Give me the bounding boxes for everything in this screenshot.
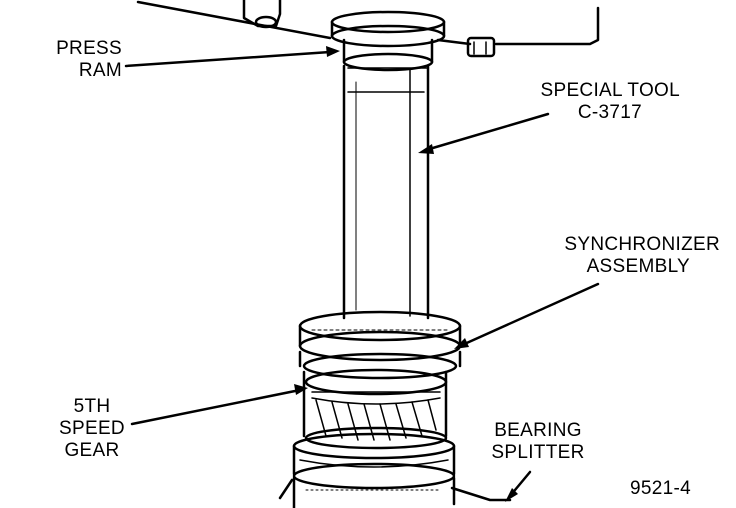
- bearing-splitter: [292, 444, 456, 476]
- leader-press-ram: [124, 50, 332, 68]
- leader-special-tool: [424, 112, 550, 152]
- label-special-tool-line2: C-3717: [577, 102, 642, 123]
- label-bearing-splitter: BEARING SPLITTER: [486, 420, 590, 464]
- label-bearing-splitter-line1: BEARING: [494, 420, 582, 441]
- press-post-nut: [254, 15, 278, 29]
- label-bearing-splitter-line2: SPLITTER: [491, 442, 585, 463]
- label-fifth-gear-line1: 5TH: [73, 396, 111, 417]
- press-frame-post: [242, 0, 282, 28]
- label-press-ram: PRESS RAM: [52, 38, 122, 82]
- label-special-tool-line1: SPECIAL TOOL: [540, 80, 680, 101]
- label-special-tool: SPECIAL TOOL C-3717: [520, 80, 680, 124]
- leader-fifth-gear: [130, 388, 302, 426]
- label-press-ram-line1: PRESS: [56, 38, 122, 59]
- press-frame-right: [494, 6, 600, 46]
- leader-synchronizer: [458, 282, 600, 348]
- gear-teeth: [315, 399, 437, 441]
- label-press-ram-line2: RAM: [78, 60, 122, 81]
- label-synchronizer: SYNCHRONIZER ASSEMBLY: [540, 234, 720, 278]
- label-fifth-gear: 5TH SPEED GEAR: [56, 396, 128, 462]
- press-frame-left: [136, 0, 332, 40]
- special-tool-shaft: [342, 64, 430, 320]
- label-fifth-gear-line3: GEAR: [64, 440, 120, 461]
- label-fifth-gear-line2: SPEED: [59, 418, 125, 439]
- label-synchronizer-line2: ASSEMBLY: [586, 256, 690, 277]
- figure-id: 9521-4: [630, 478, 691, 499]
- label-synchronizer-line1: SYNCHRONIZER: [564, 234, 720, 255]
- press-frame-lower: [436, 38, 472, 46]
- press-base-left: [278, 478, 294, 500]
- press-frame-nut: [466, 36, 496, 58]
